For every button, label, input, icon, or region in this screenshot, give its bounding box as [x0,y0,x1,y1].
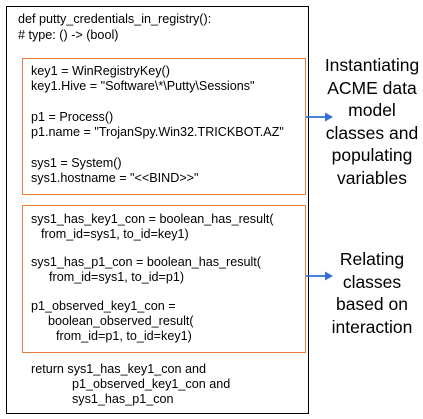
annotation-line: interaction [331,316,413,337]
code-line: key1 = WinRegistryKey() [31,64,170,78]
annotation-line: Relating [339,249,405,269]
annotation-instantiating: Instantiating ACME data model classes an… [322,54,422,189]
annotation-line: ACME data [327,77,417,98]
annotation-relating: Relating classes based on interaction [322,248,422,338]
function-signature: def putty_credentials_in_registry(): [18,12,212,26]
annotation-line: variables [336,167,408,188]
annotation-line: model [348,100,396,120]
code-line: from_id=p1, to_id=key1) [56,329,192,343]
code-line: p1.name = "TrojanSpy.Win32.TRICKBOT.AZ" [31,125,284,139]
code-line: p1_observed_key1_con = [31,299,176,313]
annotation-line: based on [335,294,408,314]
annotation-line: Instantiating [324,55,420,75]
code-line: sys1 = System() [31,156,122,170]
code-frame [6,6,309,414]
code-line: p1 = Process() [31,110,114,124]
code-line: boolean_observed_result( [48,314,194,328]
code-line: p1_observed_key1_con and [72,377,231,391]
type-comment: # type: () -> (bool) [18,28,119,42]
code-line: from_id=sys1, to_id=key1) [41,227,189,241]
code-line: from_id=sys1, to_id=p1) [49,270,185,284]
relation-box [22,205,306,353]
code-line: sys1_has_p1_con = boolean_has_result( [31,255,262,269]
code-line: sys1_has_key1_con = boolean_has_result( [31,212,274,226]
code-line: key1.Hive = "Software\*\Putty\Sessions" [31,79,255,93]
code-line: sys1.hostname = "<<BIND>>" [31,171,199,185]
annotation-line: classes and [325,122,419,143]
instantiation-box [22,58,306,195]
annotation-line: classes [342,271,402,292]
code-line: sys1_has_p1_con [72,392,174,406]
annotation-line: populating [331,145,413,165]
code-line: return sys1_has_key1_con and [31,362,207,376]
